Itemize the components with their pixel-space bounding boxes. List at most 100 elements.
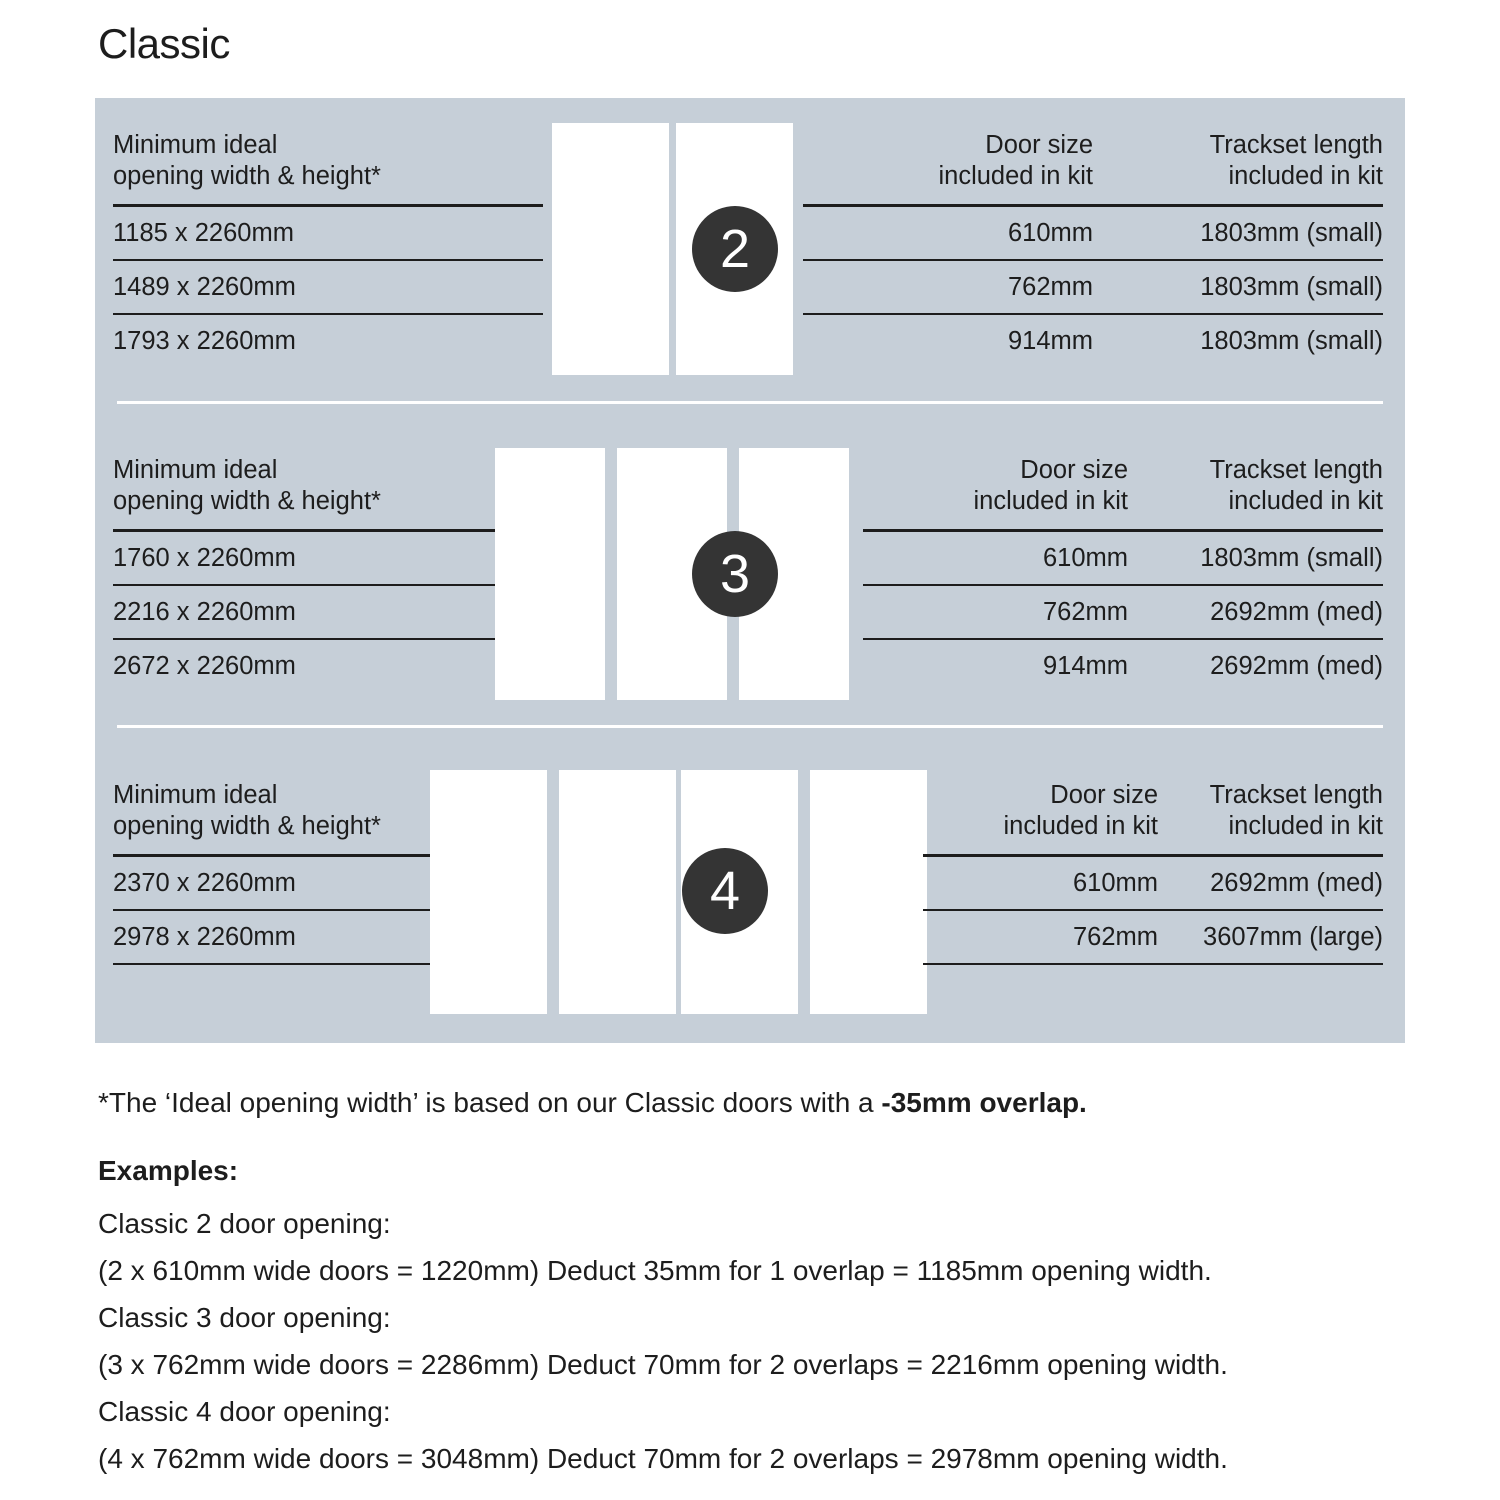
door-panel <box>495 448 605 700</box>
opening-value: 1760 x 2260mm <box>113 544 296 572</box>
table-row: 610mm 1803mm (small) <box>803 207 1383 259</box>
section-2-door: Minimum ideal opening width & height* 11… <box>95 98 1405 400</box>
row-rule <box>803 259 1383 261</box>
row-rule <box>113 909 443 911</box>
section-divider-2 <box>117 725 1383 728</box>
example-line: Classic 4 door opening: <box>98 1396 391 1427</box>
trackset-value: 2692mm (med) <box>1210 652 1383 680</box>
column-header-door-size: Door size included in kit <box>938 131 1093 190</box>
opening-value: 2672 x 2260mm <box>113 652 296 680</box>
column-header-opening: Minimum ideal opening width & height* <box>113 456 381 515</box>
row-rule <box>113 259 543 261</box>
door-size-value: 762mm <box>1042 598 1128 626</box>
kit-table-headers: Door size included in kit Trackset lengt… <box>923 780 1383 842</box>
trackset-value: 1803mm (small) <box>1200 544 1383 572</box>
footnote-bold: -35mm overlap. <box>881 1087 1087 1118</box>
table-row: 610mm 1803mm (small) <box>863 532 1383 584</box>
kit-table-4-door: Door size included in kit Trackset lengt… <box>923 780 1383 965</box>
table-row: 762mm 1803mm (small) <box>803 261 1383 313</box>
header-rule <box>803 204 1383 207</box>
column-header-door-size: Door size included in kit <box>1003 781 1158 840</box>
example-line: (2 x 610mm wide doors = 1220mm) Deduct 3… <box>98 1255 1212 1286</box>
row-rule <box>923 963 1383 965</box>
table-row: 610mm 2692mm (med) <box>923 857 1383 909</box>
table-row: 762mm 3607mm (large) <box>923 911 1383 963</box>
example-line: (4 x 762mm wide doors = 3048mm) Deduct 7… <box>98 1443 1228 1474</box>
kit-table-headers: Door size included in kit Trackset lengt… <box>803 130 1383 192</box>
table-row: 1793 x 2260mm <box>113 315 543 367</box>
example-line: (3 x 762mm wide doors = 2286mm) Deduct 7… <box>98 1349 1228 1380</box>
opening-value: 2978 x 2260mm <box>113 923 296 951</box>
row-rule <box>863 638 1383 640</box>
column-header-trackset: Trackset length included in kit <box>1209 131 1383 190</box>
opening-table-2-door: Minimum ideal opening width & height* 11… <box>113 130 543 367</box>
column-header-trackset: Trackset length included in kit <box>1209 781 1383 840</box>
header-rule <box>863 529 1383 532</box>
door-panel <box>430 770 547 1014</box>
header-rule <box>113 854 443 857</box>
kit-table-3-door: Door size included in kit Trackset lengt… <box>863 455 1383 692</box>
table-row: 1760 x 2260mm <box>113 532 503 584</box>
header-rule <box>923 854 1383 857</box>
table-row: 2370 x 2260mm <box>113 857 443 909</box>
row-rule <box>863 584 1383 586</box>
column-header-opening: Minimum ideal opening width & height* <box>113 131 381 190</box>
table-row: 1185 x 2260mm <box>113 207 543 259</box>
trackset-value: 3607mm (large) <box>1203 923 1383 951</box>
trackset-value: 2692mm (med) <box>1210 869 1383 897</box>
footnote-text: *The ‘Ideal opening width’ is based on o… <box>98 1087 882 1118</box>
table-row: 762mm 2692mm (med) <box>863 586 1383 638</box>
door-gap <box>547 770 559 1014</box>
section-3-door: Minimum ideal opening width & height* 17… <box>95 423 1405 725</box>
example-line: Classic 3 door opening: <box>98 1302 391 1333</box>
row-rule <box>803 313 1383 315</box>
door-count-badge: 4 <box>682 848 768 934</box>
door-gap <box>798 770 810 1014</box>
row-rule <box>113 963 443 965</box>
door-diagram-4 <box>430 770 927 1014</box>
door-gap <box>669 123 676 375</box>
trackset-value: 2692mm (med) <box>1210 598 1383 626</box>
opening-value: 1793 x 2260mm <box>113 327 296 355</box>
example-line: Classic 2 door opening: <box>98 1208 391 1239</box>
kit-table-2-door: Door size included in kit Trackset lengt… <box>803 130 1383 367</box>
row-rule <box>923 909 1383 911</box>
opening-value: 2216 x 2260mm <box>113 598 296 626</box>
opening-value: 2370 x 2260mm <box>113 869 296 897</box>
column-header-door-size: Door size included in kit <box>973 456 1128 515</box>
door-count-badge: 2 <box>692 206 778 292</box>
door-size-value: 914mm <box>1007 327 1093 355</box>
table-row: 1489 x 2260mm <box>113 261 543 313</box>
examples-heading: Examples: <box>98 1155 239 1186</box>
door-panel <box>552 123 669 375</box>
trackset-value: 1803mm (small) <box>1200 219 1383 247</box>
door-diagram-3 <box>495 448 849 700</box>
table-row: 914mm 1803mm (small) <box>803 315 1383 367</box>
table-row: 2978 x 2260mm <box>113 911 443 963</box>
trackset-value: 1803mm (small) <box>1200 273 1383 301</box>
kit-table-headers: Door size included in kit Trackset lengt… <box>863 455 1383 517</box>
opening-value: 1489 x 2260mm <box>113 273 296 301</box>
door-size-value: 610mm <box>1007 219 1093 247</box>
door-gap <box>605 448 617 700</box>
trackset-value: 1803mm (small) <box>1200 327 1383 355</box>
door-size-value: 762mm <box>1007 273 1093 301</box>
door-size-value: 914mm <box>1042 652 1128 680</box>
column-header-opening: Minimum ideal opening width & height* <box>113 781 381 840</box>
table-row: 2672 x 2260mm <box>113 640 503 692</box>
row-rule <box>113 584 503 586</box>
column-header-trackset: Trackset length included in kit <box>1209 456 1383 515</box>
door-panel <box>810 770 927 1014</box>
opening-value: 1185 x 2260mm <box>113 219 294 247</box>
opening-table-4-door: Minimum ideal opening width & height* 23… <box>113 780 443 965</box>
table-row: 2216 x 2260mm <box>113 586 503 638</box>
section-4-door: Minimum ideal opening width & height* 23… <box>95 748 1405 1043</box>
header-rule <box>113 529 503 532</box>
opening-table-3-door: Minimum ideal opening width & height* 17… <box>113 455 503 692</box>
door-size-value: 610mm <box>1042 544 1128 572</box>
door-panel <box>559 770 676 1014</box>
door-size-value: 610mm <box>1072 869 1158 897</box>
header-rule <box>113 204 543 207</box>
section-divider-1 <box>117 401 1383 404</box>
